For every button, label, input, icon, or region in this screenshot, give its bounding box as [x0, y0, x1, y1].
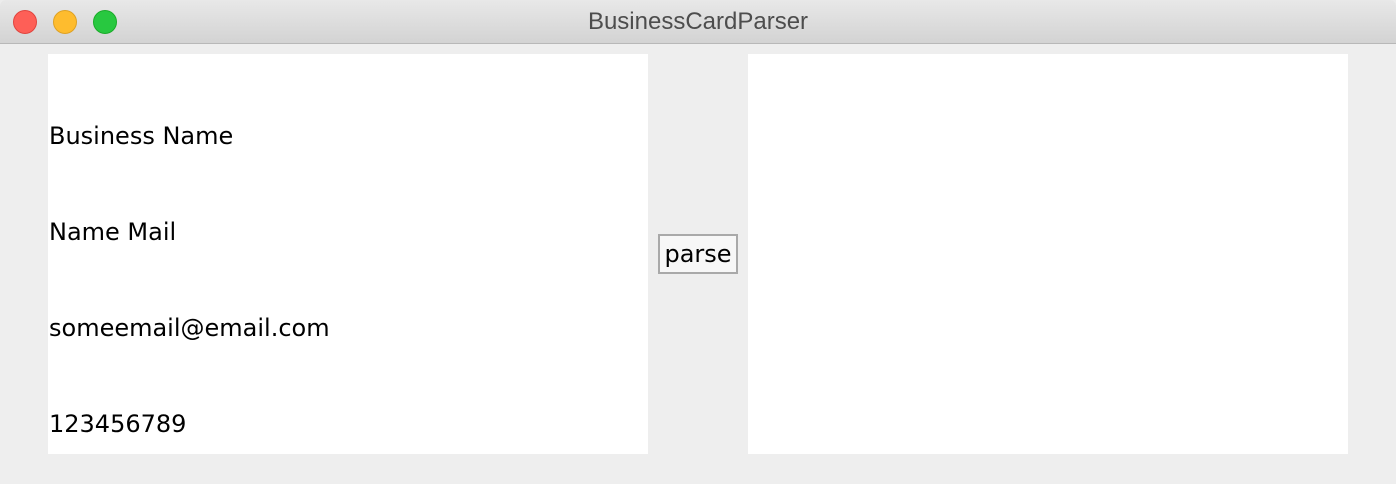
input-line: someemail@email.com: [49, 314, 330, 342]
output-text-area[interactable]: [748, 54, 1348, 454]
parse-button[interactable]: parse: [658, 234, 738, 274]
input-line: Business Name: [49, 122, 234, 150]
close-window-button[interactable]: [13, 10, 37, 34]
input-line: Name Mail: [49, 218, 177, 246]
window-title: BusinessCardParser: [587, 8, 809, 35]
input-line: 123456789: [49, 410, 187, 438]
title-bar[interactable]: BusinessCardParser: [0, 0, 1396, 44]
zoom-window-button[interactable]: [93, 10, 117, 34]
minimize-window-button[interactable]: [53, 10, 77, 34]
input-text-area[interactable]: Business Name Name Mail someemail@email.…: [48, 54, 648, 454]
main-content: Business Name Name Mail someemail@email.…: [0, 44, 1396, 484]
